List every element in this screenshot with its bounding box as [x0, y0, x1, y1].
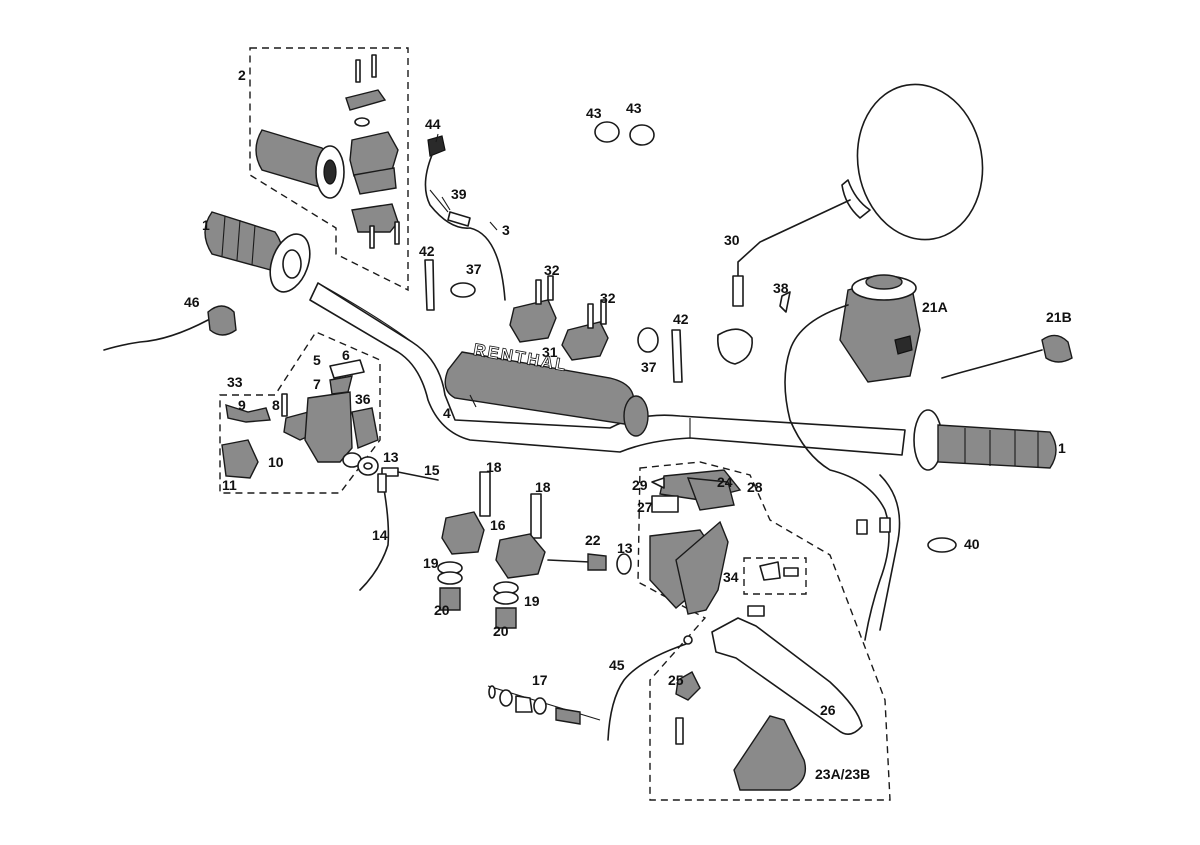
lever-cable	[607, 643, 687, 741]
label-17: 17	[532, 672, 548, 688]
spring-clip	[779, 291, 791, 313]
lever-screw-box	[743, 557, 807, 595]
label-32-left: 32	[544, 262, 560, 278]
label-46: 46	[184, 294, 200, 310]
label-30: 30	[724, 232, 740, 248]
left-grip	[204, 211, 311, 293]
kill-switch-left	[103, 305, 237, 351]
label-2: 2	[238, 67, 246, 83]
label-20-right: 20	[493, 623, 509, 639]
switch-21b	[941, 334, 1073, 379]
label-44: 44	[425, 116, 441, 132]
cable-tie-left	[424, 259, 435, 311]
label-23a-23b: 23A/23B	[815, 766, 870, 782]
label-8: 8	[272, 397, 280, 413]
label-21a: 21A	[922, 299, 948, 315]
cable-clamp-left	[450, 282, 476, 298]
cable-clamp-right	[927, 537, 957, 553]
brake-lever	[711, 617, 863, 735]
cable-tie-middle	[671, 329, 683, 383]
label-6: 6	[342, 347, 350, 363]
label-40: 40	[964, 536, 980, 552]
clutch-hose	[359, 467, 439, 591]
cable-clamp-middle	[637, 327, 659, 353]
leader-lines	[435, 133, 498, 408]
label-29: 29	[632, 477, 648, 493]
label-15: 15	[424, 462, 440, 478]
label-10: 10	[268, 454, 284, 470]
label-45: 45	[609, 657, 625, 673]
label-27: 27	[637, 499, 653, 515]
brake-clamp-left	[437, 471, 491, 611]
label-22: 22	[585, 532, 601, 548]
handlebar-clamps	[509, 275, 609, 361]
label-26: 26	[820, 702, 836, 718]
throttle-group-box	[249, 47, 409, 292]
label-37-left: 37	[466, 261, 482, 277]
label-19-right: 19	[524, 593, 540, 609]
part-labels: 1 1 2 3 4 5 6 7 8 9 10 11 13 13 14 15 16…	[184, 67, 1072, 782]
label-21b: 21B	[1046, 309, 1072, 325]
label-42-right: 42	[673, 311, 689, 327]
label-25: 25	[668, 672, 684, 688]
clutch-master-assembly	[221, 359, 379, 479]
hose-clamp-a	[594, 121, 620, 143]
label-3: 3	[502, 222, 510, 238]
banjo-bolt	[547, 553, 632, 575]
label-9: 9	[238, 397, 246, 413]
label-20-left: 20	[434, 602, 450, 618]
throttle-assembly	[255, 54, 400, 249]
label-16: 16	[490, 517, 506, 533]
lever-guard	[733, 715, 807, 791]
label-7: 7	[313, 376, 321, 392]
right-grip	[913, 409, 1057, 471]
label-33: 33	[227, 374, 243, 390]
label-18-left: 18	[486, 459, 502, 475]
label-34: 34	[723, 569, 739, 585]
clutch-master-group-box	[219, 331, 381, 494]
handlebar	[309, 282, 906, 456]
label-32-right: 32	[600, 290, 616, 306]
hose-clamp-b	[629, 124, 655, 146]
label-24: 24	[717, 474, 733, 490]
label-31: 31	[542, 344, 558, 360]
label-5: 5	[313, 352, 321, 368]
label-13-left: 13	[383, 449, 399, 465]
lever-pivot-screw	[747, 605, 765, 617]
brake-clamp-right	[493, 493, 546, 629]
brake-master-assembly	[649, 469, 799, 615]
label-18-right: 18	[535, 479, 551, 495]
label-43-right: 43	[626, 100, 642, 116]
lever-adjuster	[675, 671, 701, 701]
label-39: 39	[451, 186, 467, 202]
mirror	[717, 83, 984, 365]
label-36: 36	[355, 391, 371, 407]
label-13-right: 13	[617, 540, 633, 556]
label-42-left: 42	[419, 243, 435, 259]
throttle-cable	[424, 135, 506, 301]
label-1-left: 1	[202, 217, 210, 233]
switch-21a	[784, 274, 921, 641]
label-11: 11	[222, 477, 237, 493]
lever-bolt	[675, 717, 684, 745]
label-14: 14	[372, 527, 388, 543]
label-28: 28	[747, 479, 763, 495]
label-38: 38	[773, 280, 789, 296]
label-19-left: 19	[423, 555, 439, 571]
label-37-right: 37	[641, 359, 657, 375]
label-43-left: 43	[586, 105, 602, 121]
label-4: 4	[443, 405, 451, 421]
label-1-right: 1	[1058, 440, 1066, 456]
seal-kit	[487, 685, 601, 725]
